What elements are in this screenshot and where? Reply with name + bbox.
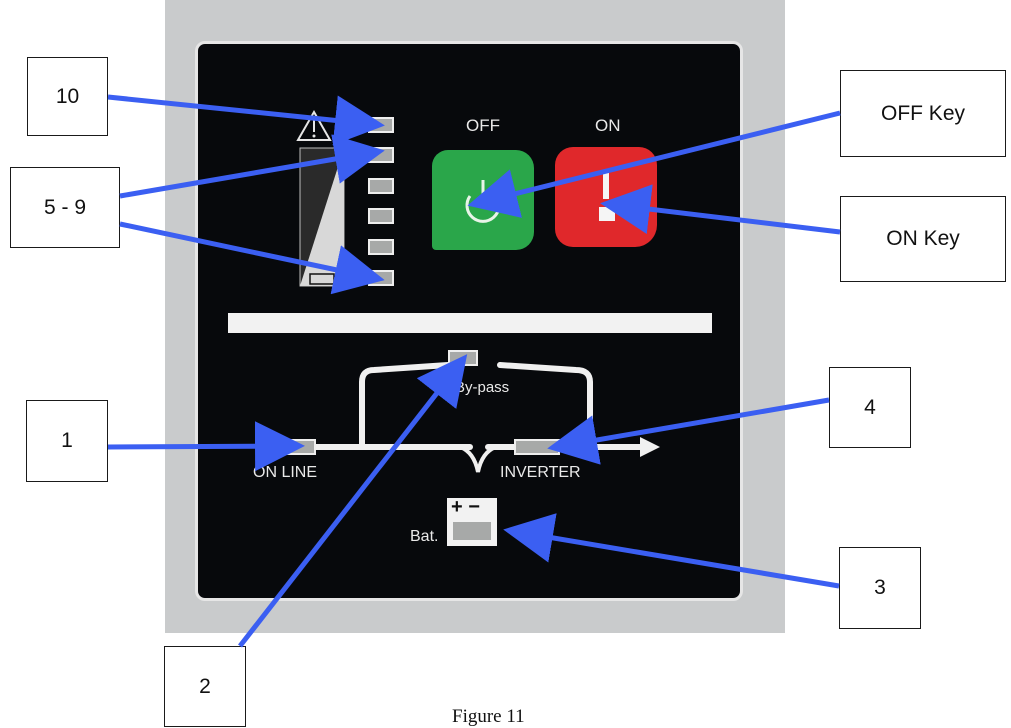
arrow-10 <box>107 94 385 146</box>
arrow-2 <box>238 354 468 648</box>
warning-triangle-icon <box>296 109 332 141</box>
arrow-5 <box>119 134 385 199</box>
battery-label: Bat. <box>410 528 439 545</box>
battery-led <box>453 522 491 540</box>
bargraph-led-7 <box>368 208 394 224</box>
arrow-4 <box>547 397 830 465</box>
callout-5-9: 5 - 9 <box>10 167 120 248</box>
arrow-1 <box>107 421 305 472</box>
battery-indicator: + − <box>447 496 497 546</box>
output-arrow-icon <box>640 437 660 457</box>
bypass-label: By-pass <box>455 379 510 396</box>
callout-3: 3 <box>839 547 921 629</box>
arrow-3 <box>503 513 840 589</box>
callout-10: 10 <box>27 57 108 136</box>
arrow-9 <box>119 221 385 295</box>
arrow-off-key <box>467 110 841 218</box>
callout-off-key: OFF Key <box>840 70 1006 157</box>
arrow-on-key <box>600 184 841 235</box>
battery-symbol: + − <box>451 496 480 518</box>
callout-on-key: ON Key <box>840 196 1006 282</box>
inverter-label: INVERTER <box>500 464 581 481</box>
callout-1: 1 <box>26 400 108 482</box>
panel-divider <box>228 313 712 333</box>
figure-caption: Figure 11 <box>452 706 525 727</box>
off-key-label: OFF <box>466 116 500 135</box>
on-key-label: ON <box>595 116 621 135</box>
callout-4: 4 <box>829 367 911 448</box>
